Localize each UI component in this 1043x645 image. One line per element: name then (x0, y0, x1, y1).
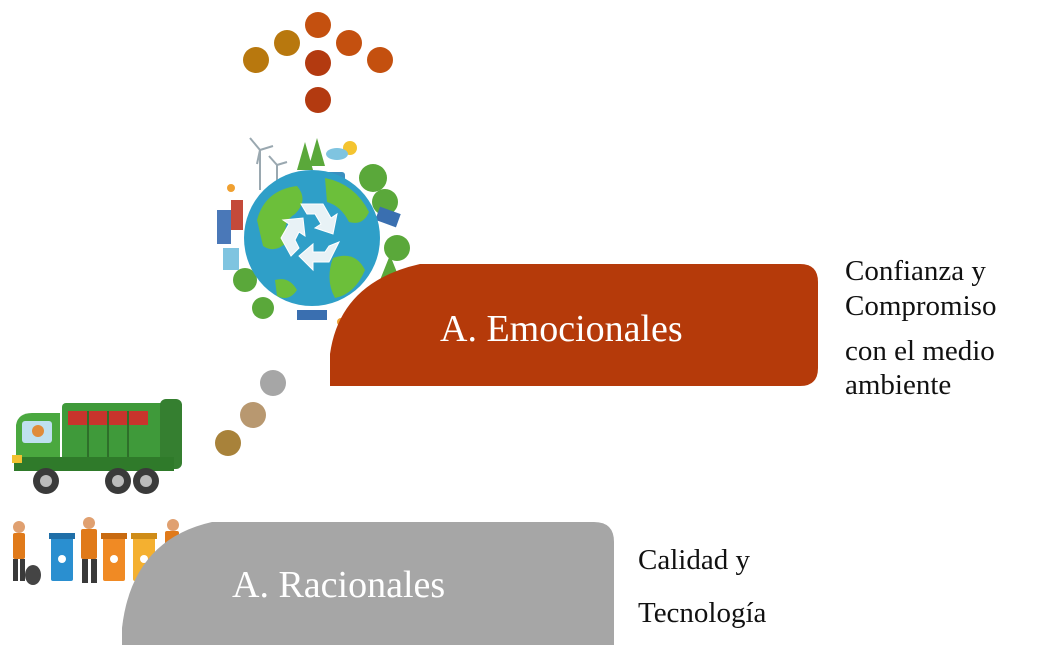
dot (305, 50, 331, 76)
emocionales-description-line: Confianza y (845, 255, 986, 287)
emocionales-box (330, 264, 818, 386)
dot (367, 47, 393, 73)
dot (243, 47, 269, 73)
emocionales-description-line: ambiente (845, 369, 952, 401)
emocionales-description-line: Compromiso (845, 290, 997, 322)
racionales-box (122, 522, 614, 645)
recycling-bins-illustration (13, 517, 179, 585)
dot (305, 12, 331, 38)
dot (274, 30, 300, 56)
racionales-description-line: Tecnología (638, 597, 767, 629)
dot (305, 87, 331, 113)
dot (240, 402, 266, 428)
racionales-label: A. Racionales (232, 564, 446, 606)
dot (260, 370, 286, 396)
emocionales-description-line: con el medio (845, 335, 995, 367)
racionales-description-line: Calidad y (638, 544, 750, 576)
dot (215, 430, 241, 456)
emocionales-label: A. Emocionales (440, 308, 683, 350)
dot (336, 30, 362, 56)
garbage-truck-illustration (12, 399, 182, 494)
